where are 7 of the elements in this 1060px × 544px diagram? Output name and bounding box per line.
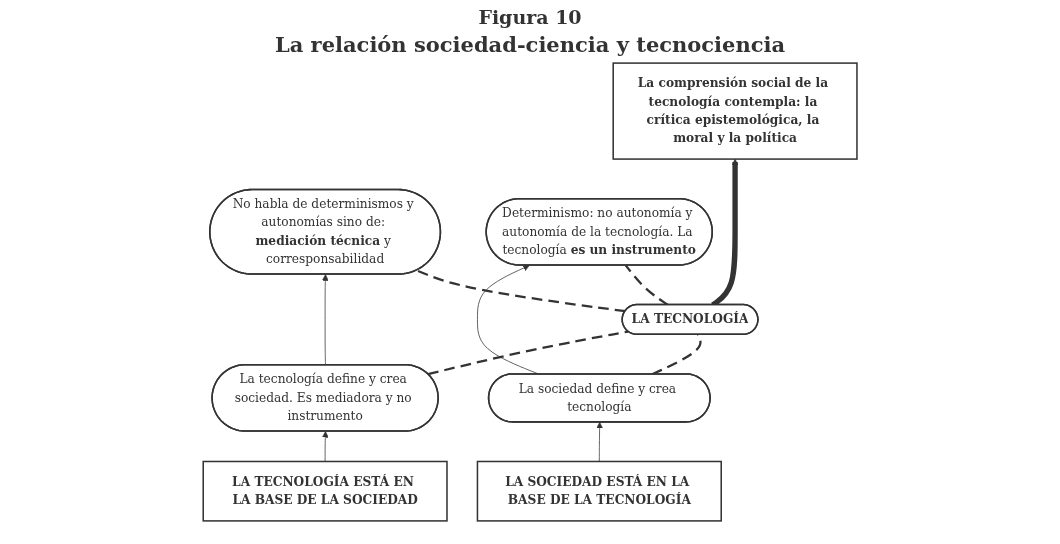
figure-number: Figura 10 <box>478 6 582 28</box>
node-box: La comprensión social de la tecnología contempla: la crítica epistemológica, la moral y la política <box>612 62 858 160</box>
node-box: LA SOCIEDAD ESTÁ EN LA BASE DE LA TECNOLOGÍA <box>476 460 722 522</box>
node-box: LA TECNOLOGÍA ESTÁ EN LA BASE DE LA SOCIEDAD <box>202 460 448 522</box>
connector <box>624 264 669 306</box>
connector <box>427 330 629 376</box>
figure-title: La relación sociedad-ciencia y tecnociencia <box>274 32 786 57</box>
